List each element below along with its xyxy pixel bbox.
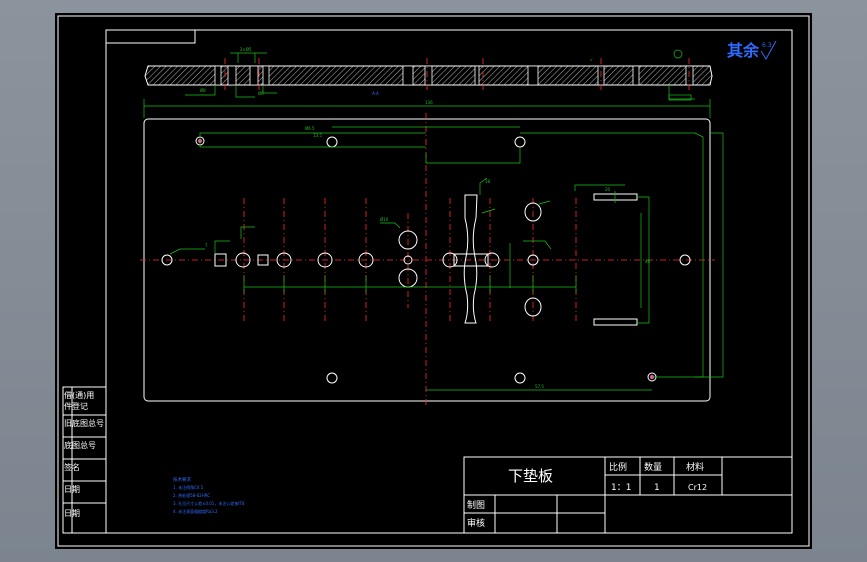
side-label-registration: 件登记 — [64, 401, 88, 411]
svg-text:2×Ø5: 2×Ø5 — [240, 47, 252, 52]
svg-text:20: 20 — [605, 187, 611, 192]
plan-view: Ø6.5 57.5 13.5 20 Ø10 7 18 40 — [140, 113, 724, 405]
svg-text:Ø8: Ø8 — [200, 88, 206, 93]
material-label: 材料 — [686, 461, 704, 473]
inner-border — [105, 29, 793, 534]
drawing-title: 下垫板 — [508, 467, 553, 485]
surface-finish-value: 6.3 — [762, 42, 772, 49]
side-label-date: 日期 — [64, 485, 80, 494]
drawn-by-label: 制图 — [467, 499, 485, 511]
left-registration-block: 借(通)用 件登记 旧底图总号 底图总号 签名 日期 日期 — [62, 386, 107, 534]
tech-notes-heading: 技术要求 — [173, 476, 191, 483]
section-view: 2×Ø5 Ø8 Ø6 A-A √ — [144, 47, 713, 101]
svg-text:136: 136 — [425, 100, 433, 105]
svg-text:Ø10: Ø10 — [380, 217, 389, 222]
side-label-old-master-no: 旧底图总号 — [64, 418, 104, 428]
tech-note-line: 2. 热处理58-62HRC — [173, 492, 210, 498]
checked-by-label: 审核 — [467, 517, 485, 529]
quantity-label: 数量 — [644, 461, 662, 473]
title-block: 下垫板 比例 1：1 数量 1 材料 Cr12 制图 审核 — [463, 456, 793, 534]
scale-value: 1：1 — [611, 483, 631, 493]
svg-text:18: 18 — [485, 179, 491, 184]
roughness-symbol-icon — [760, 40, 777, 60]
side-label-shared-part: 借(通)用 — [64, 390, 94, 400]
side-label-master-no: 底图总号 — [64, 440, 96, 450]
svg-text:Ø6.5: Ø6.5 — [305, 126, 315, 131]
cad-drawing-canvas[interactable]: 2×Ø5 Ø8 Ø6 A-A √ 其余 6.3 136 — [55, 13, 812, 549]
outer-border — [57, 15, 810, 547]
tech-note-line: 4. 未注表面粗糙度Ra3.2 — [173, 508, 218, 514]
svg-text:A-A: A-A — [372, 91, 379, 96]
tech-note-line: 3. 孔位尺寸公差±0.01，未注公差按IT8 — [173, 500, 245, 506]
svg-text:40: 40 — [645, 259, 651, 264]
surface-finish-note: 其余 — [727, 41, 760, 60]
corner-code-box — [105, 29, 196, 44]
svg-text:13.5: 13.5 — [313, 133, 322, 138]
side-label-date-2: 日期 — [64, 509, 80, 518]
svg-text:7: 7 — [205, 243, 208, 248]
svg-text:√: √ — [590, 57, 593, 62]
drawing-sheet: 2×Ø5 Ø8 Ø6 A-A √ 其余 6.3 136 — [57, 15, 810, 547]
svg-text:57.5: 57.5 — [535, 384, 544, 389]
side-label-signature: 签名 — [64, 462, 80, 472]
technical-notes: 技术要求 1. 未注倒角C0.5 2. 热处理58-62HRC 3. 孔位尺寸公… — [173, 476, 245, 514]
quantity-value: 1 — [654, 483, 660, 493]
material-value: Cr12 — [688, 483, 707, 492]
overall-length-dimension: 136 — [143, 99, 711, 118]
svg-text:Ø6: Ø6 — [258, 91, 264, 96]
scale-label: 比例 — [609, 461, 627, 473]
tech-note-line: 1. 未注倒角C0.5 — [173, 484, 204, 490]
